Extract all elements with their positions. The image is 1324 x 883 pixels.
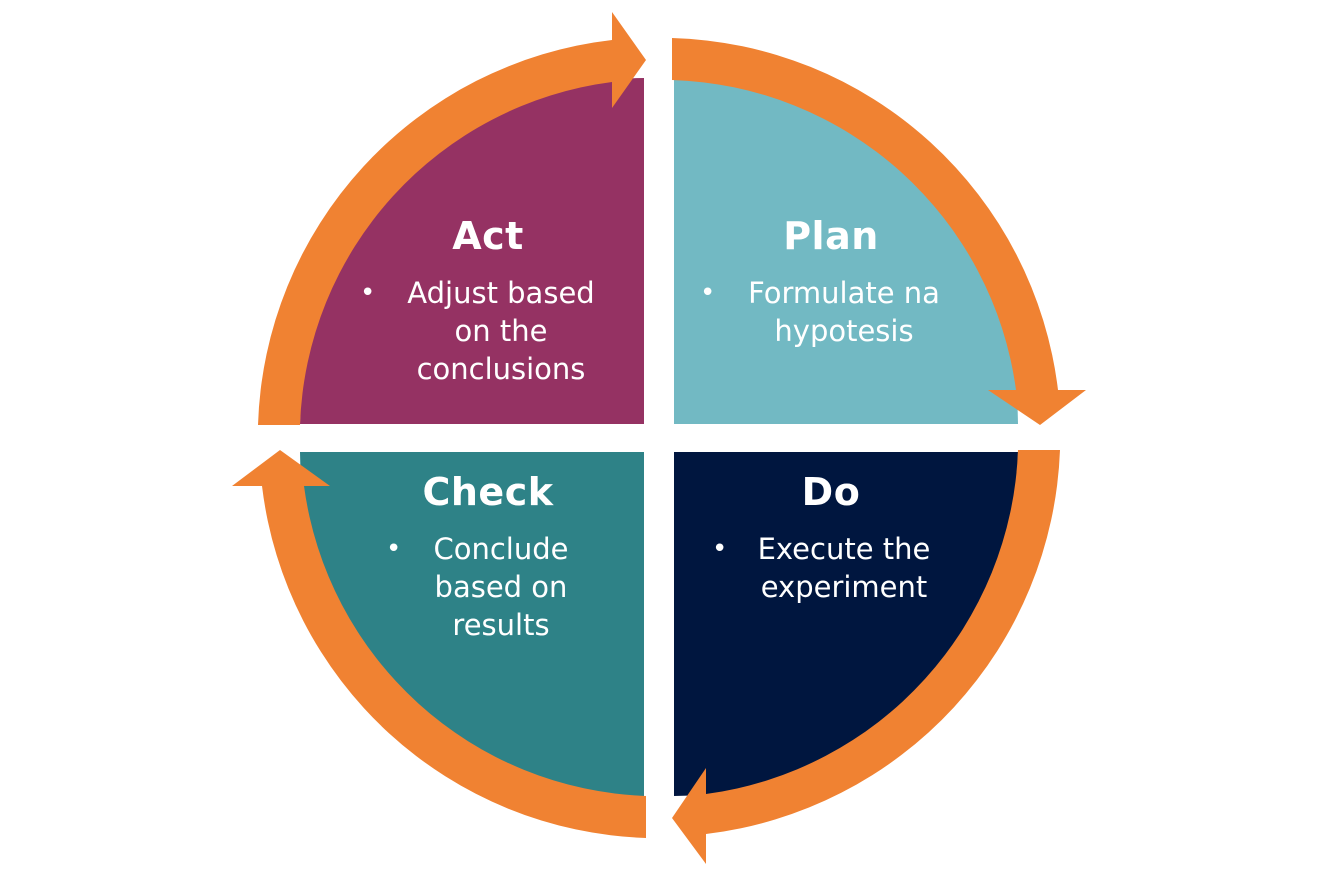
plan-bullet: • Formulate na hypotesis [700, 274, 962, 350]
cycle-arrows [232, 12, 1086, 864]
check-title: Check [422, 470, 554, 514]
arrow-do-to-check [672, 450, 1060, 864]
check-bullet-text: Conclude based on results [433, 532, 569, 642]
plan-title: Plan [783, 214, 879, 258]
bullet-symbol: • [386, 534, 402, 564]
do-title: Do [801, 470, 861, 514]
do-bullet-text: Execute the experiment [757, 532, 931, 604]
check-text-block: Check • Conclude based on results [386, 470, 590, 644]
arrow-plan-to-do [672, 38, 1086, 425]
do-text-block: Do • Execute the experiment [712, 470, 950, 606]
act-bullet: • Adjust based on the conclusions [360, 274, 616, 388]
do-quadrant [674, 452, 1018, 796]
bullet-symbol: • [360, 278, 376, 308]
bullet-symbol: • [700, 278, 716, 308]
act-title: Act [452, 214, 524, 258]
act-quadrant [300, 78, 644, 424]
act-bullet-text: Adjust based on the conclusions [407, 276, 595, 386]
plan-quadrant [674, 78, 1018, 424]
act-text-block: Act • Adjust based on the conclusions [360, 214, 616, 388]
arrow-act-to-plan [258, 12, 646, 425]
arrow-check-to-act [232, 450, 646, 838]
check-quadrant [300, 452, 644, 796]
bullet-symbol: • [712, 534, 728, 564]
plan-bullet-text: Formulate na hypotesis [748, 276, 940, 348]
check-bullet: • Conclude based on results [386, 530, 590, 644]
plan-text-block: Plan • Formulate na hypotesis [700, 214, 962, 350]
do-bullet: • Execute the experiment [712, 530, 950, 606]
